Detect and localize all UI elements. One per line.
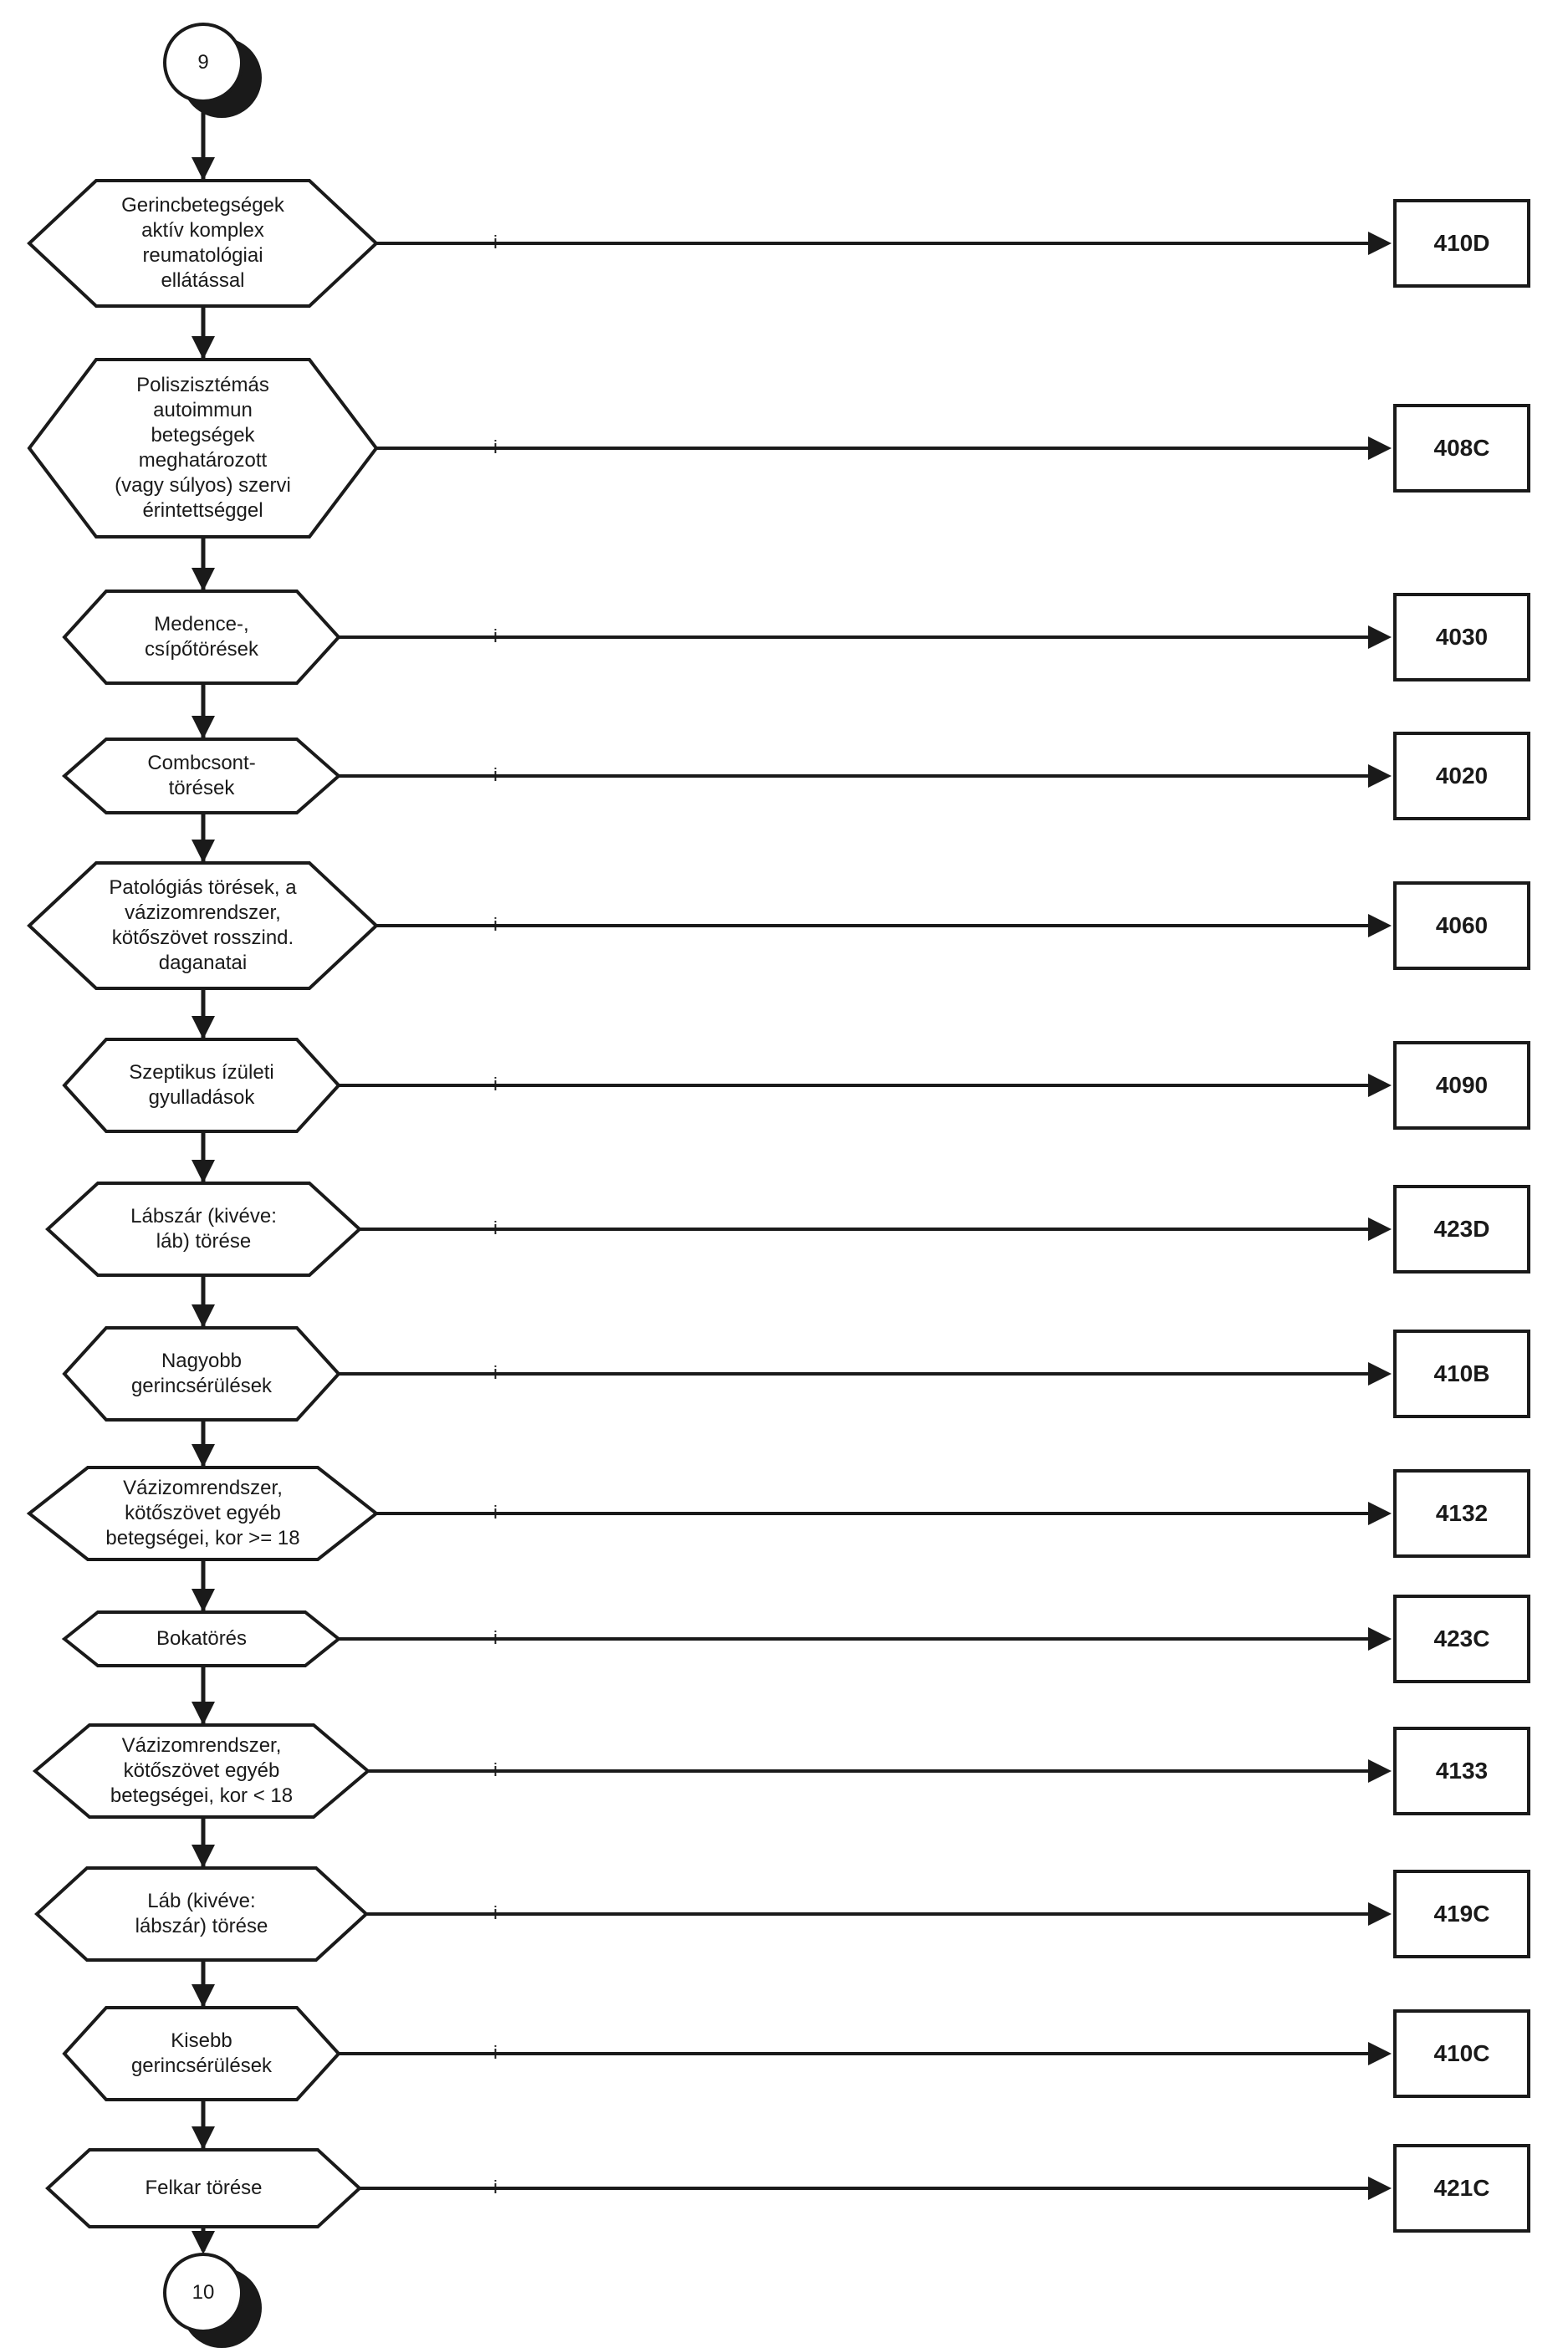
decision-label: Vázizomrendszer, kötőszövet egyéb betegs…	[110, 1734, 294, 1807]
branch-arrowhead	[1368, 232, 1392, 255]
branch-arrowhead	[1368, 1759, 1392, 1783]
flow-arrowhead-down	[192, 1589, 215, 1612]
decision-label: Vázizomrendszer, kötőszövet egyéb betegs…	[105, 1477, 300, 1549]
flow-arrowhead-down	[192, 840, 215, 863]
branch-label: i	[493, 1759, 498, 1780]
result-code-box: 423C	[1393, 1595, 1530, 1683]
result-code-box: 410B	[1393, 1330, 1530, 1418]
branch-arrowhead	[1368, 1627, 1392, 1651]
result-code-box: 408C	[1393, 404, 1530, 493]
flow-arrowhead-down	[192, 2231, 215, 2254]
branch-arrowhead	[1368, 1217, 1392, 1241]
flow-arrowhead-down	[192, 1160, 215, 1183]
branch-label: i	[493, 2177, 498, 2197]
branch-label: i	[493, 2042, 498, 2063]
flow-arrowhead-down	[192, 1845, 215, 1868]
result-code-box: 419C	[1393, 1870, 1530, 1958]
branch-label: i	[493, 1362, 498, 1383]
branch-label: i	[493, 764, 498, 785]
branch-label: i	[493, 1217, 498, 1238]
decision-label: Medence-, csípőtörések	[144, 613, 259, 661]
result-code-box: 423D	[1393, 1185, 1530, 1274]
flow-arrowhead-down	[192, 716, 215, 739]
branch-label: i	[493, 1502, 498, 1523]
branch-arrowhead	[1368, 1074, 1392, 1097]
flow-arrowhead-down	[192, 1304, 215, 1328]
decision-label: Patológiás törések, a vázizomrendszer, k…	[109, 876, 297, 974]
branch-arrowhead	[1368, 1902, 1392, 1926]
flow-arrowhead-down	[192, 157, 215, 181]
branch-label: i	[493, 914, 498, 935]
branch-arrowhead	[1368, 1362, 1392, 1386]
result-code-box: 4030	[1393, 593, 1530, 681]
branch-label: i	[493, 1627, 498, 1648]
result-code-box: 410C	[1393, 2009, 1530, 2098]
result-code-box: 4090	[1393, 1041, 1530, 1130]
branch-arrowhead	[1368, 914, 1392, 937]
branch-label: i	[493, 1074, 498, 1095]
branch-label: i	[493, 625, 498, 646]
result-code-box: 4133	[1393, 1727, 1530, 1815]
decision-label: Kisebb gerincsérülések	[130, 2029, 273, 2077]
branch-label: i	[493, 1902, 498, 1923]
flow-arrowhead-down	[192, 568, 215, 591]
result-code-box: 4132	[1393, 1469, 1530, 1558]
connector-top-label: 9	[197, 51, 209, 74]
branch-arrowhead	[1368, 764, 1392, 788]
branch-label: i	[493, 436, 498, 457]
branch-arrowhead	[1368, 2042, 1392, 2065]
flow-arrowhead-down	[192, 336, 215, 360]
branch-arrowhead	[1368, 625, 1392, 649]
decision-label: Combcsont- törések	[147, 752, 256, 799]
result-code-box: 4060	[1393, 881, 1530, 970]
decision-label: Bokatörés	[156, 1627, 248, 1650]
flow-arrowhead-down	[192, 2126, 215, 2150]
flow-arrowhead-down	[192, 1016, 215, 1039]
flow-arrowhead-down	[192, 1984, 215, 2008]
branch-label: i	[493, 232, 498, 253]
flow-arrowhead-down	[192, 1702, 215, 1725]
branch-arrowhead	[1368, 436, 1392, 460]
decision-label: Poliszisztémás autoimmun betegségek megh…	[115, 374, 291, 522]
result-code-box: 421C	[1393, 2144, 1530, 2233]
decision-label: Szeptikus ízületi gyulladások	[129, 1061, 274, 1109]
branch-arrowhead	[1368, 1502, 1392, 1525]
result-code-box: 4020	[1393, 732, 1530, 820]
decision-label: Gerincbetegségek aktív komplex reumatoló…	[121, 194, 284, 292]
decision-label: Lábszár (kivéve: láb) törése	[130, 1205, 277, 1253]
connector-bottom-label: 10	[192, 2281, 215, 2304]
flow-arrowhead-down	[192, 1444, 215, 1468]
decision-label: Felkar törése	[145, 2177, 263, 2199]
branch-arrowhead	[1368, 2177, 1392, 2200]
connector-bottom-circle	[163, 2253, 243, 2333]
result-code-box: 410D	[1393, 199, 1530, 288]
decision-label: Láb (kivéve: lábszár) törése	[135, 1890, 268, 1937]
decision-label: Nagyobb gerincsérülések	[130, 1350, 273, 1397]
